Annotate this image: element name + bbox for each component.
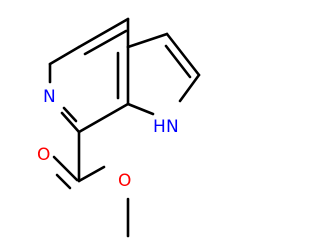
bond-carbonyl-o-double-b xyxy=(55,173,72,190)
bond-c6-c1 xyxy=(48,45,81,66)
bond-c4-c5 xyxy=(77,102,130,134)
bond-c7-c8-inner xyxy=(164,44,192,79)
bond-c5-n-inner xyxy=(62,106,78,123)
bond-nh-c4 xyxy=(126,102,155,116)
carbonyl-oxygen-label: O xyxy=(37,145,50,165)
bond-c1-c2 xyxy=(77,17,130,49)
bond-c1-c2-inner xyxy=(83,29,128,56)
bond-c2-c7 xyxy=(126,32,169,49)
pyridine-ring-bonds xyxy=(48,17,130,134)
nh-hydrogen-label: H xyxy=(153,117,166,137)
bond-c8-nh xyxy=(178,73,201,103)
ester-oxygen-label: O xyxy=(118,171,131,191)
bond-c5-n xyxy=(60,111,81,134)
ester-bonds xyxy=(52,130,130,238)
bond-carbonyl-o-double-a xyxy=(52,155,79,182)
nh-nitrogen-label: N xyxy=(166,117,179,137)
ring-nitrogen-label: N xyxy=(43,87,56,107)
pyrrole-ring-bonds xyxy=(126,32,201,116)
bond-c7-c8 xyxy=(165,32,201,77)
molecule-structure-diagram: N H N O O xyxy=(37,17,201,238)
bond-carbonyl-ester-o xyxy=(77,165,106,183)
